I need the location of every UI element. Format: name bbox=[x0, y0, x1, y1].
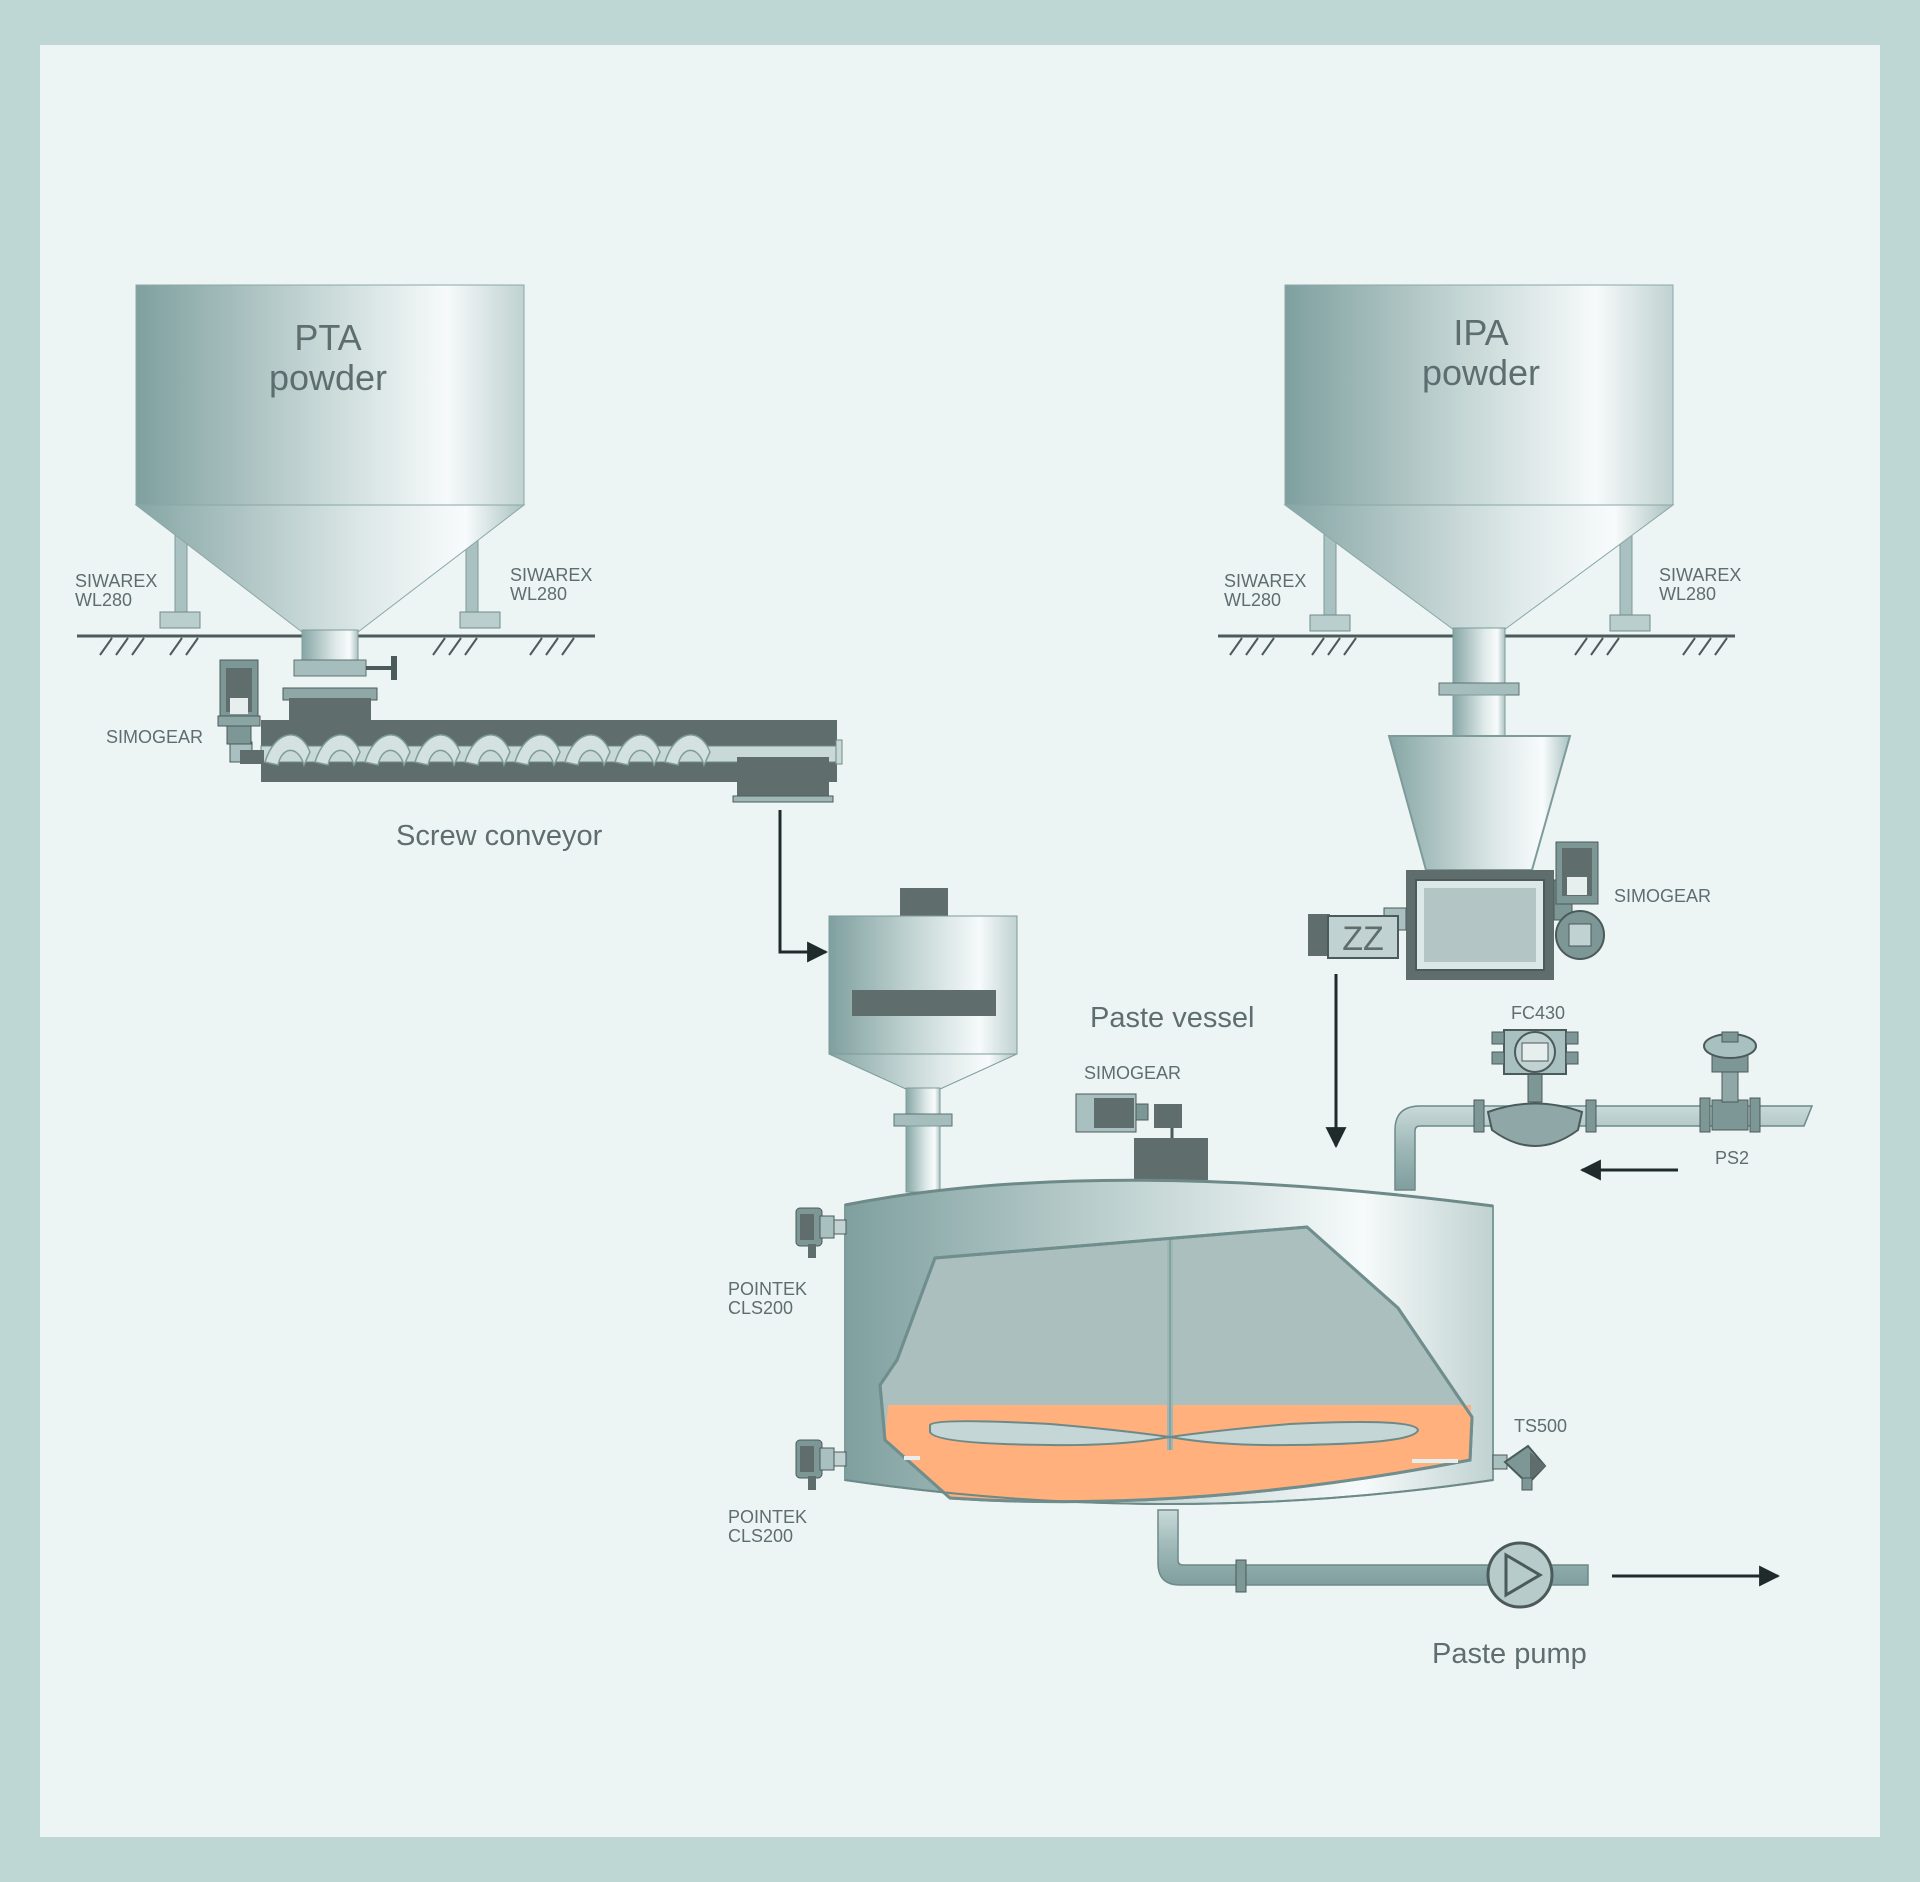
svg-text:ZZ: ZZ bbox=[1342, 920, 1384, 958]
siwarex-label-line2: WL280 bbox=[510, 584, 567, 604]
siwarex-label-line2: WL280 bbox=[1659, 584, 1716, 604]
valve-label: PS2 bbox=[1715, 1148, 1749, 1168]
siwarex-label-line1: SIWAREX bbox=[510, 565, 592, 585]
level-sensor-bottom bbox=[795, 1439, 847, 1490]
pta-label-line2: powder bbox=[269, 357, 387, 398]
temperature-sensor bbox=[1492, 1444, 1547, 1491]
inlet-pipeline bbox=[1394, 1029, 1814, 1191]
level-sensor-label-line1: POINTEK bbox=[728, 1507, 807, 1527]
level-sensor-label-line2: CLS200 bbox=[728, 1298, 793, 1318]
level-sensor-label-line2: CLS200 bbox=[728, 1526, 793, 1546]
simogear-label: SIMOGEAR bbox=[106, 727, 203, 747]
pta-hopper bbox=[77, 284, 595, 722]
ipa-hopper: ZZ bbox=[1218, 284, 1735, 980]
siwarex-label-line1: SIWAREX bbox=[1659, 565, 1741, 585]
agitator-motor bbox=[1075, 1093, 1208, 1180]
intermediate-hopper bbox=[828, 888, 1018, 1193]
paste-vessel bbox=[844, 1178, 1494, 1505]
flow-arrow bbox=[778, 810, 829, 963]
outlet-pipeline bbox=[1157, 1509, 1589, 1609]
level-sensor-label-line1: POINTEK bbox=[728, 1279, 807, 1299]
ipa-label-line2: powder bbox=[1422, 352, 1540, 393]
siwarex-label-line2: WL280 bbox=[75, 590, 132, 610]
siwarex-label-line1: SIWAREX bbox=[75, 571, 157, 591]
pta-label-line1: PTA bbox=[294, 317, 361, 358]
screw-conveyor-label: Screw conveyor bbox=[396, 820, 603, 852]
flowmeter-label: FC430 bbox=[1511, 1003, 1565, 1023]
screw-conveyor bbox=[217, 659, 843, 803]
temperature-sensor-label: TS500 bbox=[1514, 1416, 1567, 1436]
siwarex-label-line2: WL280 bbox=[1224, 590, 1281, 610]
simogear-label: SIMOGEAR bbox=[1084, 1063, 1181, 1083]
level-sensor-top bbox=[795, 1207, 847, 1258]
siwarex-label-line1: SIWAREX bbox=[1224, 571, 1306, 591]
simogear-label: SIMOGEAR bbox=[1614, 886, 1711, 906]
paste-pump-label: Paste pump bbox=[1432, 1638, 1587, 1670]
ipa-label-line1: IPA bbox=[1453, 312, 1508, 353]
paste-vessel-label: Paste vessel bbox=[1090, 1002, 1254, 1034]
